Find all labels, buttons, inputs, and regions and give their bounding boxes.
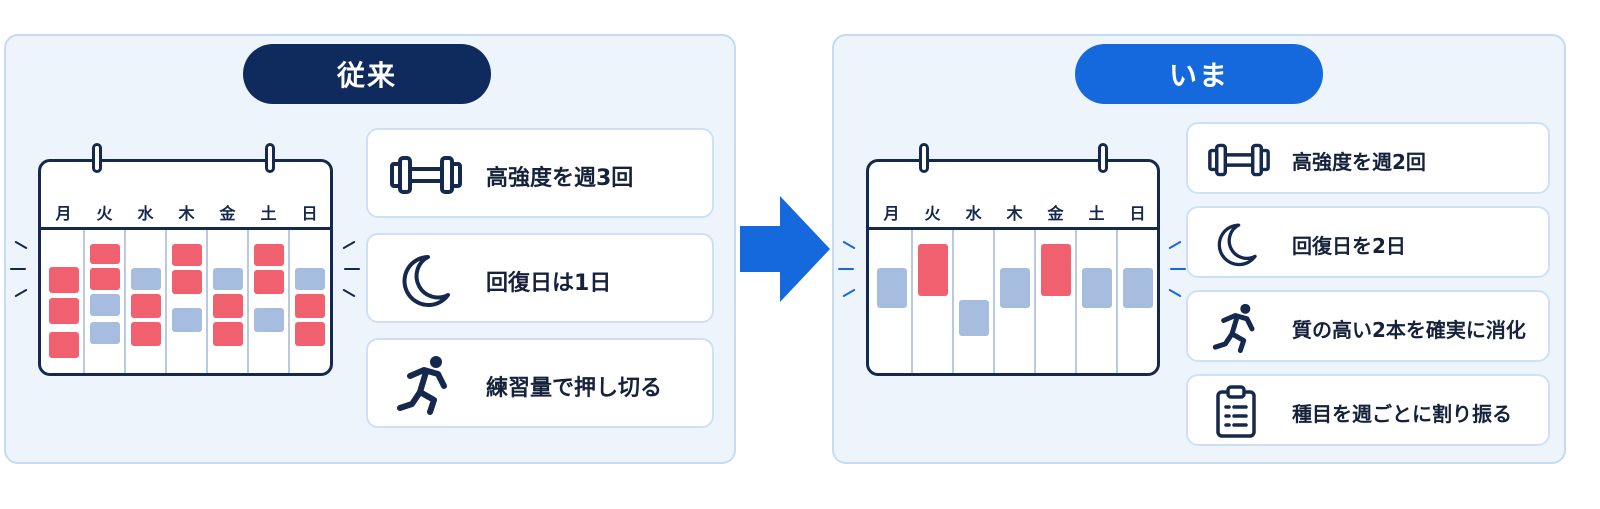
- day-label-tue: 火: [924, 204, 941, 223]
- after-item-card: 質の高い2本を確実に消化: [1186, 290, 1550, 362]
- dumbbell-icon: [1208, 143, 1270, 177]
- dumbbell-icon: [390, 156, 462, 194]
- day-label-mon: 月: [55, 204, 72, 223]
- day-label-fri: 金: [1047, 204, 1064, 223]
- easy-block: [1000, 268, 1030, 308]
- day-label-sat: 土: [1088, 204, 1105, 223]
- spark-mark: [838, 268, 854, 270]
- high-intensity-block: [49, 298, 79, 324]
- runner-icon: [1212, 303, 1255, 353]
- easy-block: [131, 268, 161, 290]
- calendar-ring: [1098, 143, 1108, 173]
- day-label-sun: 日: [301, 204, 318, 223]
- day-label-wed: 水: [137, 204, 154, 223]
- easy-block: [1082, 268, 1112, 308]
- runner-icon: [397, 356, 447, 415]
- calendar-ring: [92, 143, 102, 173]
- high-intensity-block: [254, 244, 284, 266]
- before-weekly-calendar: 月 火 水 木 金 土 日: [38, 159, 333, 376]
- before-item-text: 練習量で押し切る: [486, 376, 663, 401]
- after-title-badge: いま: [1075, 44, 1323, 104]
- high-intensity-block: [49, 267, 79, 293]
- after-item-card: 種目を週ごとに割り振る: [1186, 374, 1550, 446]
- moon-icon: [1217, 223, 1257, 267]
- spark-mark: [10, 268, 26, 270]
- after-item-card: 高強度を週2回: [1186, 122, 1550, 194]
- day-label-thu: 木: [1006, 204, 1023, 223]
- before-item-text: 高強度を週3回: [486, 166, 634, 191]
- high-intensity-block: [90, 244, 120, 264]
- clipboard-checklist-icon: [1216, 385, 1256, 438]
- high-intensity-block: [90, 268, 120, 290]
- easy-block: [877, 268, 907, 308]
- before-item-text: 回復日は1日: [486, 271, 612, 296]
- after-weekly-calendar: 月 火 水 木 金 土 日: [866, 159, 1160, 376]
- high-intensity-block: [254, 270, 284, 294]
- day-label-fri: 金: [219, 204, 236, 223]
- easy-block: [90, 294, 120, 316]
- right-arrow-icon: [740, 196, 830, 302]
- spark-mark: [344, 268, 360, 270]
- easy-block: [959, 300, 989, 336]
- high-intensity-block: [1041, 244, 1071, 296]
- calendar-header: [41, 162, 330, 230]
- before-item-card: 回復日は1日: [366, 233, 714, 323]
- day-label-sun: 日: [1129, 204, 1146, 223]
- high-intensity-block: [131, 322, 161, 346]
- day-label-wed: 水: [965, 204, 982, 223]
- before-title: 従来: [336, 59, 397, 92]
- high-intensity-block: [213, 322, 243, 346]
- calendar-header: [869, 162, 1157, 230]
- after-item-text: 高強度を週2回: [1292, 150, 1426, 174]
- day-label-thu: 木: [178, 204, 195, 223]
- high-intensity-block: [295, 294, 325, 318]
- after-title: いま: [1168, 59, 1229, 92]
- easy-block: [90, 322, 120, 344]
- high-intensity-block: [295, 322, 325, 346]
- day-label-tue: 火: [96, 204, 113, 223]
- high-intensity-block: [172, 244, 202, 266]
- day-label-mon: 月: [883, 204, 900, 223]
- after-item-text: 種目を週ごとに割り振る: [1292, 402, 1512, 426]
- before-item-card: 練習量で押し切る: [366, 338, 714, 428]
- high-intensity-block: [131, 294, 161, 318]
- easy-block: [213, 268, 243, 290]
- easy-block: [172, 308, 202, 332]
- high-intensity-block: [172, 270, 202, 294]
- moon-icon: [402, 255, 450, 307]
- spark-mark: [1170, 268, 1186, 270]
- easy-block: [1123, 268, 1153, 308]
- high-intensity-block: [49, 332, 79, 358]
- calendar-ring: [265, 143, 275, 173]
- high-intensity-block: [918, 244, 948, 296]
- before-item-card: 高強度を週3回: [366, 128, 714, 218]
- after-item-text: 回復日を2日: [1292, 234, 1406, 258]
- calendar-ring: [919, 143, 929, 173]
- after-item-text: 質の高い2本を確実に消化: [1292, 318, 1526, 342]
- day-label-sat: 土: [260, 204, 277, 223]
- easy-block: [254, 308, 284, 332]
- before-title-badge: 従来: [243, 44, 491, 104]
- high-intensity-block: [213, 294, 243, 318]
- after-item-card: 回復日を2日: [1186, 206, 1550, 278]
- easy-block: [295, 268, 325, 290]
